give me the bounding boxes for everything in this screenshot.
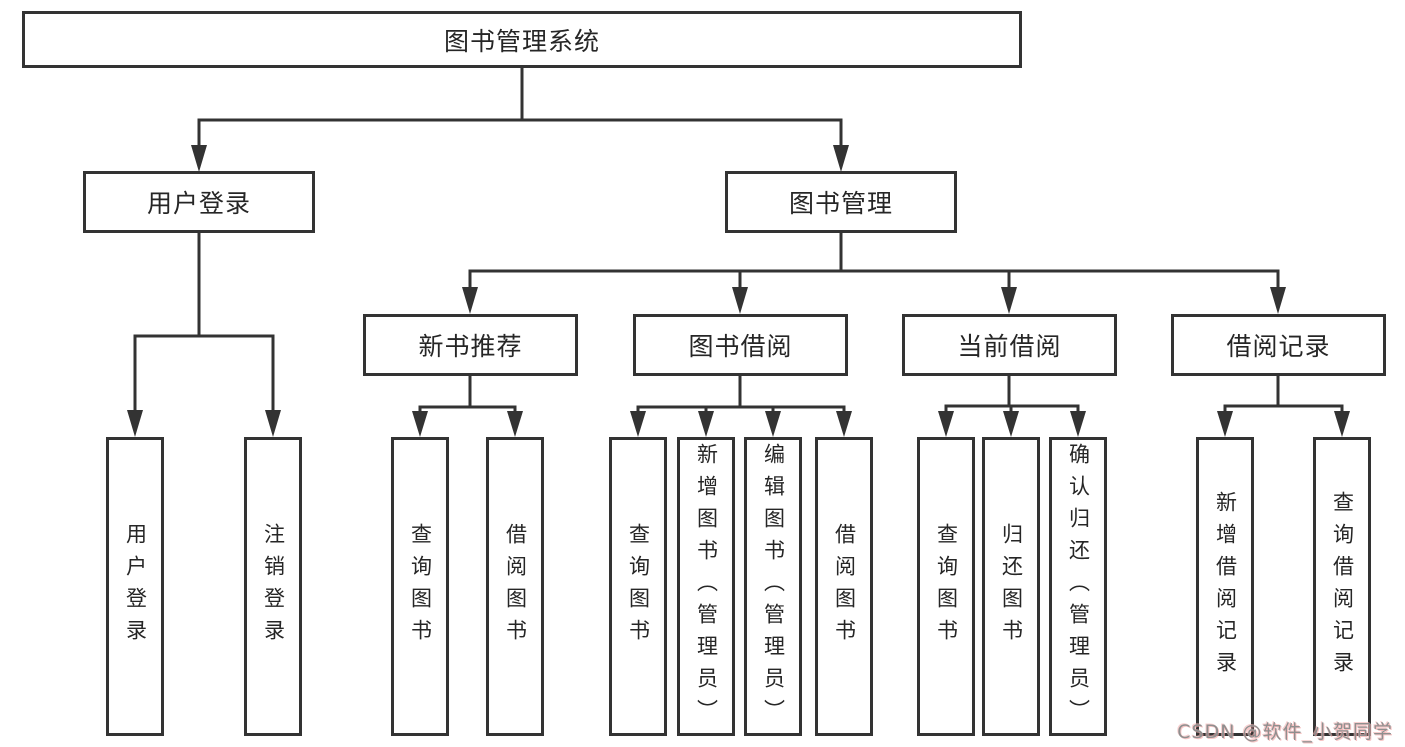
leaf-add-borrow-record-label: 新增借阅记录 bbox=[1213, 490, 1238, 683]
leaf-return-book-label: 归还图书 bbox=[999, 522, 1024, 651]
arrowhead-down-icon bbox=[462, 287, 1286, 314]
node-root: 图书管理系统 bbox=[22, 11, 1022, 68]
leaf-query-books-current: 查询图书 bbox=[917, 437, 975, 736]
leaf-edit-book-admin: 编辑图书（管理员） bbox=[744, 437, 802, 736]
leaf-borrow-books-borrow: 借阅图书 bbox=[815, 437, 873, 736]
node-new-book-recommend-label: 新书推荐 bbox=[418, 332, 523, 361]
node-current-borrow: 当前借阅 bbox=[902, 314, 1117, 376]
leaf-query-books-borrow: 查询图书 bbox=[609, 437, 667, 736]
node-user-login-label: 用户登录 bbox=[146, 189, 251, 218]
leaf-add-book-admin: 新增图书（管理员） bbox=[677, 437, 735, 736]
connector-login-line bbox=[133, 231, 275, 414]
leaf-borrow-books-borrow-label: 借阅图书 bbox=[832, 522, 857, 651]
csdn-watermark: CSDN @软件_小贺同学 bbox=[1177, 721, 1393, 743]
connector-mgmt-line bbox=[468, 231, 1280, 291]
node-borrow-records-label: 借阅记录 bbox=[1226, 332, 1331, 361]
node-current-borrow-label: 当前借阅 bbox=[957, 332, 1062, 361]
leaf-query-borrow-record: 查询借阅记录 bbox=[1313, 437, 1371, 736]
leaf-confirm-return-admin: 确认归还（管理员） bbox=[1049, 437, 1107, 736]
leaf-query-books-borrow-label: 查询图书 bbox=[626, 522, 651, 651]
arrowhead-down-icon bbox=[191, 145, 849, 172]
arrowhead-down-icon bbox=[1217, 411, 1350, 437]
node-book-borrow-label: 图书借阅 bbox=[688, 332, 793, 361]
leaf-query-books-recommend: 查询图书 bbox=[391, 437, 449, 736]
leaf-borrow-books-recommend-label: 借阅图书 bbox=[503, 522, 528, 651]
leaf-logout: 注销登录 bbox=[244, 437, 302, 736]
node-book-borrow: 图书借阅 bbox=[633, 314, 848, 376]
node-new-book-recommend: 新书推荐 bbox=[363, 314, 578, 376]
leaf-query-borrow-record-label: 查询借阅记录 bbox=[1330, 490, 1355, 683]
arrowhead-down-icon bbox=[630, 411, 852, 437]
arrowhead-down-icon bbox=[412, 411, 523, 437]
connector-borrow-line bbox=[636, 374, 846, 415]
connector-recommend-line bbox=[418, 374, 517, 415]
node-user-login: 用户登录 bbox=[83, 171, 315, 233]
arrowhead-down-icon bbox=[938, 411, 1086, 437]
connector-current-line bbox=[944, 374, 1080, 415]
node-book-management-label: 图书管理 bbox=[788, 189, 893, 218]
leaf-logout-label: 注销登录 bbox=[261, 522, 286, 651]
leaf-return-book: 归还图书 bbox=[982, 437, 1040, 736]
leaf-add-book-admin-label: 新增图书（管理员） bbox=[694, 442, 719, 731]
node-book-management: 图书管理 bbox=[725, 171, 957, 233]
arrowhead-down-icon bbox=[127, 410, 281, 437]
leaf-query-books-recommend-label: 查询图书 bbox=[408, 522, 433, 651]
leaf-user-login-label: 用户登录 bbox=[123, 522, 148, 651]
leaf-user-login: 用户登录 bbox=[106, 437, 164, 736]
leaf-add-borrow-record: 新增借阅记录 bbox=[1196, 437, 1254, 736]
connector-records-line bbox=[1223, 374, 1344, 415]
node-borrow-records: 借阅记录 bbox=[1171, 314, 1386, 376]
leaf-query-books-current-label: 查询图书 bbox=[934, 522, 959, 651]
node-root-label: 图书管理系统 bbox=[443, 26, 600, 56]
leaf-borrow-books-recommend: 借阅图书 bbox=[486, 437, 544, 736]
leaf-edit-book-admin-label: 编辑图书（管理员） bbox=[761, 442, 786, 731]
connector-root-line bbox=[197, 64, 843, 149]
leaf-confirm-return-admin-label: 确认归还（管理员） bbox=[1066, 442, 1091, 731]
